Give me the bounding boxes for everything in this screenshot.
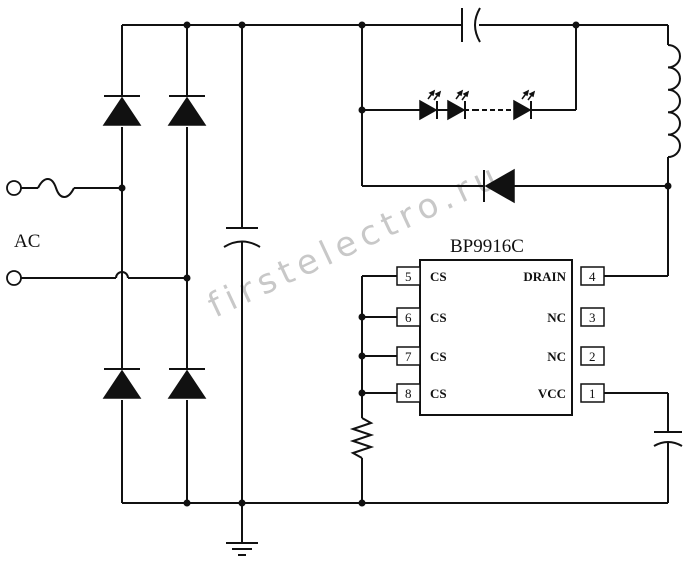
pin-8-name: CS bbox=[430, 386, 447, 401]
ac-terminal-bottom bbox=[6, 270, 22, 286]
bridge-rectifier bbox=[102, 21, 207, 507]
ground-icon bbox=[226, 542, 258, 556]
ac-input: AC bbox=[6, 178, 187, 286]
bridge-diode-bottom-left bbox=[102, 368, 142, 400]
led-1-icon bbox=[419, 89, 442, 121]
inductor-icon bbox=[667, 44, 681, 158]
led-3-icon bbox=[513, 89, 536, 121]
ac-label: AC bbox=[14, 231, 40, 252]
bridge-diode-top-left bbox=[102, 95, 142, 127]
pin-6-number: 6 bbox=[405, 310, 412, 325]
fuse-icon bbox=[37, 178, 75, 198]
bulk-capacitor bbox=[223, 21, 261, 543]
pin-8-number: 8 bbox=[405, 386, 412, 401]
chip-bp9916c: BP9916C 5 CS 6 CS 7 CS 8 CS 4 DRAIN 3 NC… bbox=[396, 236, 605, 416]
pin-2-name: NC bbox=[547, 349, 566, 364]
pin-4-name: DRAIN bbox=[523, 269, 566, 284]
vcc-capacitor bbox=[604, 392, 683, 503]
led-string bbox=[358, 21, 580, 186]
pin-3-number: 3 bbox=[589, 310, 596, 325]
sense-resistor-icon bbox=[349, 417, 375, 459]
pin-6-name: CS bbox=[430, 310, 447, 325]
ac-terminal-top bbox=[6, 180, 22, 196]
cs-network bbox=[349, 275, 397, 507]
led-2-icon bbox=[447, 89, 470, 121]
bridge-diode-bottom-right bbox=[167, 368, 207, 400]
pin-7-number: 7 bbox=[405, 349, 412, 364]
pin-2-number: 2 bbox=[589, 349, 596, 364]
pin-5-number: 5 bbox=[405, 269, 412, 284]
pin-3-name: NC bbox=[547, 310, 566, 325]
pin-1-name: VCC bbox=[538, 386, 566, 401]
bridge-diode-top-right bbox=[167, 95, 207, 127]
chip-title: BP9916C bbox=[450, 236, 524, 257]
freewheel-diode bbox=[362, 168, 668, 204]
pin-7-name: CS bbox=[430, 349, 447, 364]
pin-4-number: 4 bbox=[589, 269, 596, 284]
output-capacitor bbox=[461, 7, 481, 43]
inductor bbox=[664, 25, 681, 276]
pin-5-name: CS bbox=[430, 269, 447, 284]
pin-1-number: 1 bbox=[589, 386, 596, 401]
